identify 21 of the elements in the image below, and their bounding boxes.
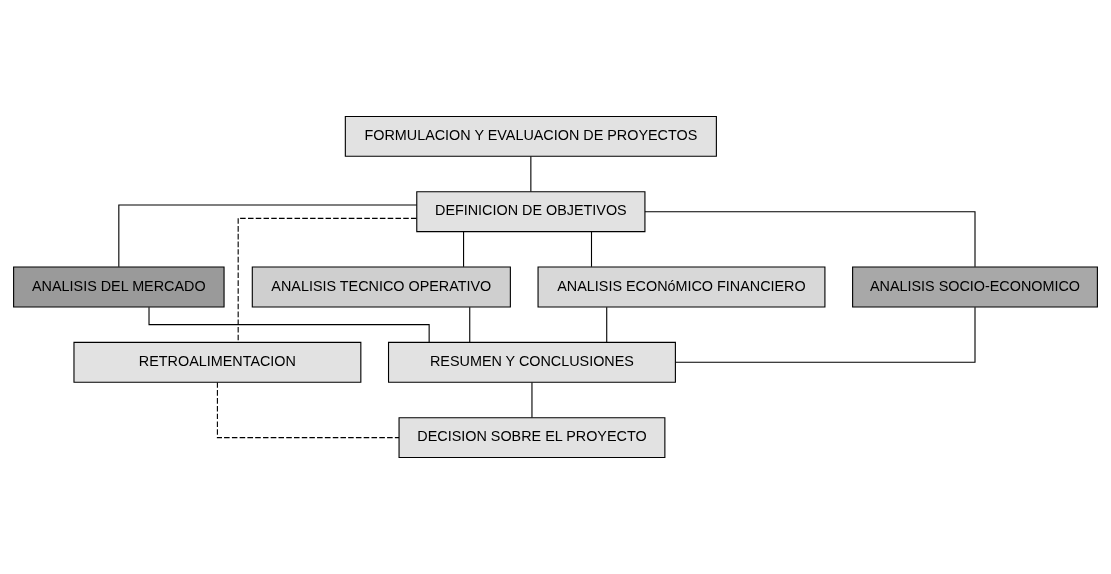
node-box: DEFINICION DE OBJETIVOS [416,191,646,233]
connector [469,306,471,343]
connector [118,204,418,268]
connector [216,381,400,439]
node-box: RETROALIMENTACION [73,341,362,383]
connector [463,231,465,268]
node-box: ANALISIS TECNICO OPERATIVO [251,266,511,308]
connector [531,381,533,418]
connector [644,211,976,268]
connector [674,306,976,363]
connector [590,231,593,268]
node-box: DECISION SOBRE EL PROYECTO [398,417,666,459]
connector [606,306,608,343]
node-box: ANALISIS SOCIO-ECONOMICO [852,266,1098,308]
node-box: FORMULACION Y EVALUACION DE PROYECTOS [344,115,717,157]
node-box: ANALISIS DEL MERCADO [13,266,225,308]
node-box: ANALISIS ECONóMICO FINANCIERO [537,266,826,308]
node-box: RESUMEN Y CONCLUSIONES [387,341,676,383]
connector [237,217,417,343]
connector [530,156,532,192]
connector [148,306,430,343]
